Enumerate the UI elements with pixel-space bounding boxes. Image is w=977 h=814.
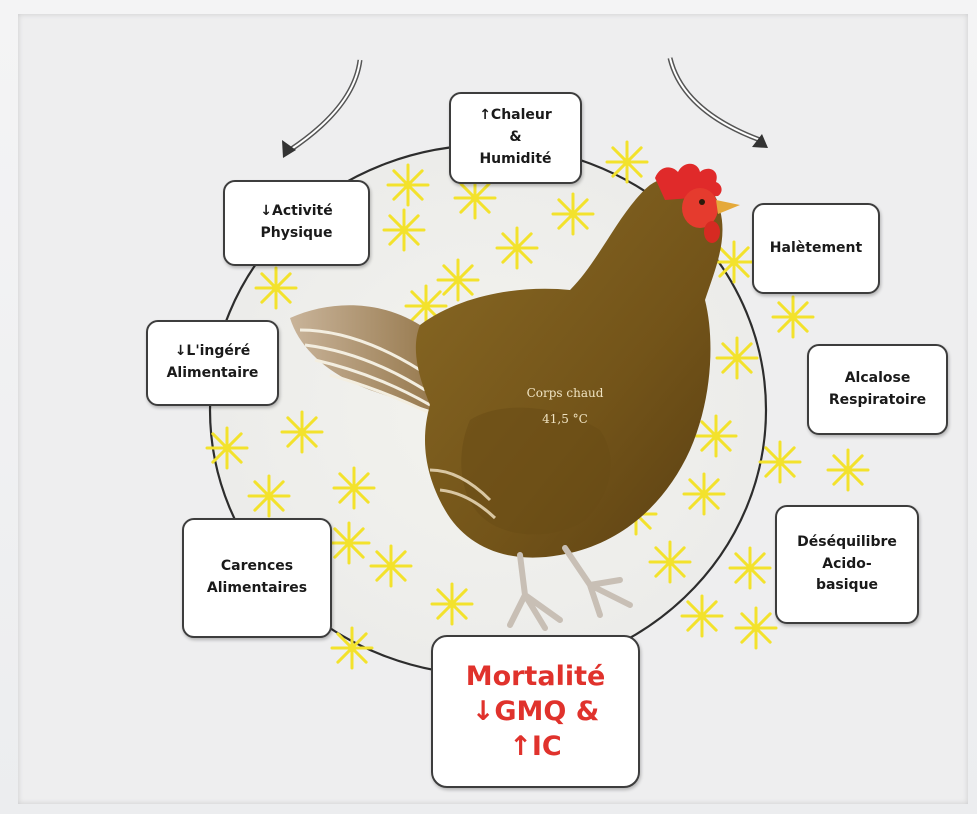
sun-star-icon	[717, 338, 757, 378]
sun-star-icon	[371, 546, 411, 586]
imbalance-line1: Déséquilibre	[797, 532, 897, 554]
sun-star-icon	[438, 260, 478, 300]
hen-body-label: Corps chaud 41,5 °C	[500, 380, 630, 433]
alkalosis-line1: Alcalose	[845, 368, 911, 390]
activity-line2: Physique	[261, 223, 333, 245]
alkalosis-line2: Respiratoire	[829, 390, 926, 412]
outcome-line1: Mortalité	[466, 659, 606, 694]
sun-star-icon	[207, 428, 247, 468]
body-label-line1: Corps chaud	[500, 380, 630, 406]
panting-box: Halètement	[752, 203, 880, 294]
sun-star-icon	[553, 194, 593, 234]
sun-star-icon	[684, 474, 724, 514]
outcome-box: Mortalité ↓GMQ & ↑IC	[431, 635, 640, 788]
intake-line2: Alimentaire	[167, 363, 259, 385]
intake-line1: ↓L'ingéré	[175, 341, 251, 363]
deficiency-line2: Alimentaires	[207, 578, 307, 600]
sun-star-icon	[388, 165, 428, 205]
heat-line3: Humidité	[479, 149, 551, 171]
hen-beak	[716, 200, 740, 214]
outcome-line3: ↑IC	[509, 729, 561, 764]
sun-star-icon	[455, 178, 495, 218]
sun-star-icon	[760, 442, 800, 482]
sun-star-icon	[607, 142, 647, 182]
activity-line1: ↓Activité	[260, 201, 332, 223]
sun-star-icon	[256, 268, 296, 308]
sun-star-icon	[249, 476, 289, 516]
deficiency-line1: Carences	[221, 556, 293, 578]
sun-star-icon	[730, 548, 770, 588]
sun-star-icon	[282, 412, 322, 452]
alkalosis-box: Alcalose Respiratoire	[807, 344, 948, 435]
sun-star-icon	[497, 228, 537, 268]
sun-star-icon	[696, 416, 736, 456]
sun-star-icon	[773, 297, 813, 337]
outcome-line2: ↓GMQ &	[472, 694, 600, 729]
imbalance-box: Déséquilibre Acido- basique	[775, 505, 919, 624]
sun-star-icon	[828, 450, 868, 490]
activity-box: ↓Activité Physique	[223, 180, 370, 266]
sun-star-icon	[384, 210, 424, 250]
deficiency-box: Carences Alimentaires	[182, 518, 332, 638]
heat-line2: &	[509, 127, 521, 149]
sun-star-icon	[736, 608, 776, 648]
heat-line1: ↑Chaleur	[479, 105, 552, 127]
intake-box: ↓L'ingéré Alimentaire	[146, 320, 279, 406]
imbalance-line3: basique	[816, 575, 878, 597]
curved-arrow-left-icon	[282, 60, 360, 158]
panting-line1: Halètement	[770, 238, 862, 260]
sun-star-icon	[334, 468, 374, 508]
curved-arrow-right-icon	[670, 58, 768, 148]
sun-star-icon	[332, 628, 372, 668]
sun-star-icon	[329, 523, 369, 563]
heat-humidity-box: ↑Chaleur & Humidité	[449, 92, 582, 184]
sun-star-icon	[650, 542, 690, 582]
body-label-line2: 41,5 °C	[500, 406, 630, 432]
sun-star-icon	[432, 584, 472, 624]
imbalance-line2: Acido-	[822, 554, 871, 576]
sun-star-icon	[682, 596, 722, 636]
